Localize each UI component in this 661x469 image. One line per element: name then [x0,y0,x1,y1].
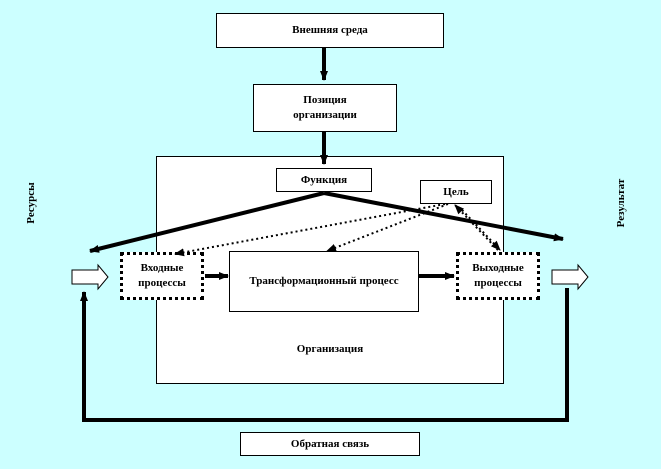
external-environment-box: Внешняя среда [216,13,444,48]
feedback-loop-line [80,288,569,422]
output-to-goal-dotted-arrow [454,204,499,251]
resources-in-block-arrow [71,263,109,291]
organization-position-box: Позиция организации [253,84,397,132]
result-out-block-arrow [551,263,589,291]
feedback-box: Обратная связь [240,432,420,456]
input-processes-box: Входные процессы [120,252,204,300]
output-processes-box: Выходные процессы [456,252,540,300]
function-to-right-arrow [323,191,564,242]
goal-to-output-dotted-arrow [461,209,501,251]
transformation-process-box: Трансформационный процесс [229,251,419,312]
goal-to-input-dotted-arrow [174,203,446,257]
function-box: Функция [276,168,372,192]
function-to-left-arrow [89,191,325,253]
goal-box: Цель [420,180,492,204]
goal-to-transform-dotted-arrow [326,203,449,252]
organization-label: Организация [296,343,364,355]
